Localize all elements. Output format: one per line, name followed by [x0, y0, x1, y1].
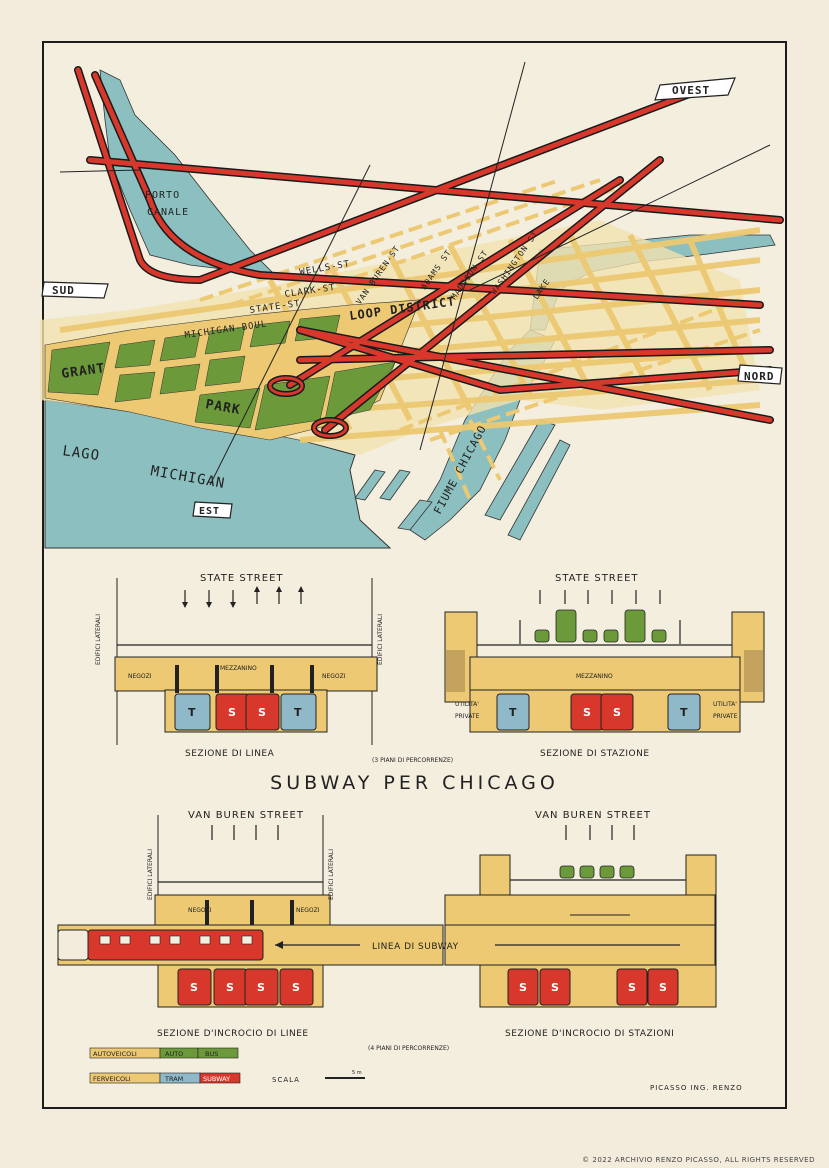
direction-est [192, 501, 233, 519]
copyright: © 2022 ARCHIVIO RENZO PICASSO, ALL RIGHT… [582, 1156, 815, 1164]
label-sud: SUD [52, 284, 75, 297]
incrocio-linee-car-2: S [226, 981, 234, 994]
legend-ferveicoli: FERVEICOLI [93, 1075, 131, 1083]
linea-car-3: S [258, 706, 266, 719]
note-3-piani: (3 PIANI DI PERCORRENZE) [372, 757, 453, 764]
incrocio-linee-street: VAN BUREN STREET [188, 810, 304, 821]
linea-car-4: T [294, 706, 302, 719]
legend-autoveicoli: AUTOVEICOLI [93, 1050, 137, 1058]
incrocio-stazioni-street: VAN BUREN STREET [535, 810, 651, 821]
linea-car-2: S [228, 706, 236, 719]
legend-bars [89, 1047, 365, 1084]
incrocio-stazioni-caption: SEZIONE D'INCROCIO DI STAZIONI [505, 1029, 674, 1039]
section-linea [114, 578, 378, 745]
direction-ovest [654, 77, 736, 101]
direction-sud [41, 281, 109, 299]
incrocio-linee-negozi-left: NEGOZI [188, 907, 212, 914]
legend-subway: SUBWAY [203, 1075, 230, 1083]
signature: PICASSO ING. RENZO [650, 1084, 743, 1092]
incrocio-stazioni-car-4: S [659, 981, 667, 994]
stazione-car-4: T [680, 706, 688, 719]
legend-auto: AUTO [165, 1050, 183, 1058]
linea-edifici-right: EDIFICI LATERALI [377, 614, 384, 665]
linea-negozi-left: NEGOZI [128, 673, 152, 680]
incrocio-linee-edifici-left: EDIFICI LATERALI [147, 849, 154, 900]
poster-title: SUBWAY PER CHICAGO [270, 772, 559, 794]
linea-street: STATE STREET [200, 573, 284, 584]
legend-scala: SCALA [272, 1076, 300, 1084]
section-incrocio-stazioni [444, 825, 717, 1008]
note-4-piani: (4 PIANI DI PERCORRENZE) [368, 1045, 449, 1052]
label-canale: CANALE [147, 207, 189, 218]
stazione-utilita-right: UTILITA' [713, 701, 737, 708]
linea-mezzanino: MEZZANINO [220, 665, 257, 672]
label-porto: PORTO [145, 190, 180, 201]
incrocio-stazioni-car-3: S [628, 981, 636, 994]
incrocio-linee-caption: SEZIONE D'INCROCIO DI LINEE [157, 1029, 309, 1039]
incrocio-linee-negozi-right: NEGOZI [296, 907, 320, 914]
label-nord: NORD [744, 370, 775, 383]
stazione-caption: SEZIONE DI STAZIONE [540, 749, 650, 759]
linea-negozi-right: NEGOZI [322, 673, 346, 680]
linea-caption: SEZIONE DI LINEA [185, 749, 275, 759]
incrocio-stazioni-car-2: S [551, 981, 559, 994]
incrocio-linee-edifici-right: EDIFICI LATERALI [328, 849, 335, 900]
linea-di-subway: LINEA DI SUBWAY [372, 942, 459, 952]
incrocio-linee-car-1: S [190, 981, 198, 994]
label-park: PARK [204, 397, 241, 418]
linea-car-1: T [188, 706, 196, 719]
incrocio-stazioni-car-1: S [519, 981, 527, 994]
stazione-car-3: S [613, 706, 621, 719]
linea-edifici-left: EDIFICI LATERALI [95, 614, 102, 665]
legend-bus: BUS [205, 1050, 218, 1058]
stazione-utilita-left: UTILITA' [455, 701, 479, 708]
stazione-car-1: T [509, 706, 517, 719]
label-grant: GRANT [60, 361, 106, 382]
stazione-mezzanino: MEZZANINO [576, 673, 613, 680]
direction-nord [737, 364, 783, 385]
label-lago: LAGO [61, 443, 101, 464]
incrocio-linee-car-4: S [292, 981, 300, 994]
legend-scale-mark: 5 m [352, 1070, 362, 1076]
stazione-private-right: PRIVATE [713, 713, 738, 720]
stazione-car-2: S [583, 706, 591, 719]
section-incrocio-linee [57, 815, 444, 1008]
label-est: EST [199, 506, 220, 517]
label-ovest: OVEST [672, 84, 710, 97]
stazione-street: STATE STREET [555, 573, 639, 584]
stazione-private-left: PRIVATE [455, 713, 480, 720]
section-stazione [444, 590, 765, 733]
legend-tram: TRAM [164, 1075, 183, 1083]
incrocio-linee-car-3: S [257, 981, 265, 994]
